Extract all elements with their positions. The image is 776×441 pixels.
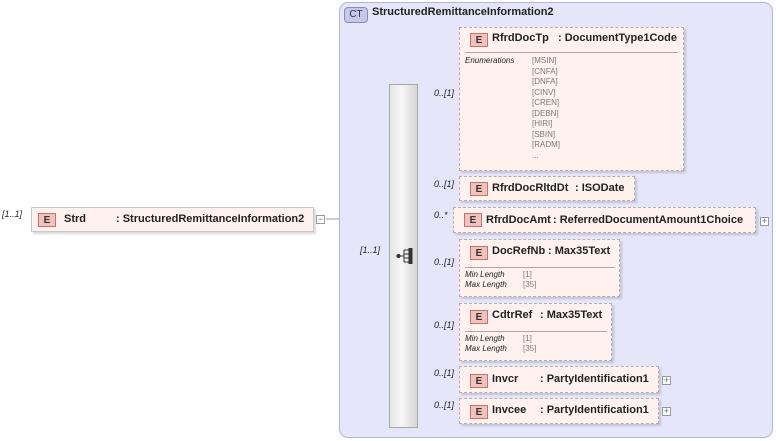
- root-collapse-icon[interactable]: −: [316, 214, 325, 224]
- enum-ellipsis: ...: [532, 150, 539, 160]
- element-cdtrref[interactable]: E CdtrRef : Max35Text Min Length [1] Max…: [459, 303, 612, 361]
- root-element-strd[interactable]: E Strd : StructuredRemittanceInformation…: [31, 207, 314, 232]
- expand-icon-invcee[interactable]: +: [662, 406, 671, 416]
- element-type: : DocumentType1Code: [558, 32, 677, 44]
- element-name: Invcr: [492, 373, 519, 385]
- expand-icon-rfrddocamt[interactable]: +: [760, 216, 769, 226]
- facet-value-max-length: [35]: [523, 344, 537, 353]
- cardinality-rfrddocrltddt: 0..[1]: [434, 179, 455, 189]
- enum-value: [SBIN]: [532, 129, 556, 139]
- element-name: Invcee: [492, 404, 527, 416]
- element-type: : ReferredDocumentAmount1Choice: [553, 214, 744, 226]
- element-rfrddoctp[interactable]: E RfrdDocTp : DocumentType1Code Enumerat…: [459, 27, 684, 171]
- element-rfrddocamt[interactable]: E RfrdDocAmt : ReferredDocumentAmount1Ch…: [453, 207, 756, 233]
- element-invcr[interactable]: E Invcr : PartyIdentification1: [459, 366, 659, 393]
- element-badge: E: [38, 213, 56, 227]
- facet-label-min-length: Min Length: [465, 270, 505, 279]
- facet-label-enumerations: Enumerations: [465, 56, 515, 65]
- cardinality-cdtrref: 0..[1]: [434, 320, 455, 330]
- element-badge: E: [470, 310, 488, 324]
- root-cardinality: [1..1]: [2, 209, 23, 219]
- element-badge: E: [470, 246, 488, 260]
- facet-value-min-length: [1]: [523, 270, 532, 279]
- element-badge: E: [470, 374, 488, 388]
- enum-value: [CNFA]: [532, 66, 558, 76]
- cardinality-invcee: 0..[1]: [434, 400, 455, 410]
- complex-type-badge: CT: [344, 7, 368, 23]
- element-docrefnb[interactable]: E DocRefNb : Max35Text Min Length [1] Ma…: [459, 239, 620, 297]
- cardinality-invcr: 0..[1]: [434, 368, 455, 378]
- element-badge: E: [470, 182, 488, 196]
- element-type: : ISODate: [575, 182, 625, 194]
- facet-divider: [465, 52, 678, 53]
- enum-value: [DNFA]: [532, 77, 558, 86]
- facet-label-max-length: Max Length: [465, 280, 507, 289]
- element-type: : Max35Text: [548, 245, 611, 257]
- element-type: : StructuredRemittanceInformation2: [116, 213, 305, 225]
- enum-value: [CINV]: [532, 87, 556, 97]
- enum-value: [RADM]: [532, 140, 560, 149]
- facet-label-max-length: Max Length: [465, 344, 507, 353]
- enum-value: [MSIN]: [532, 56, 557, 65]
- element-invcee[interactable]: E Invcee : PartyIdentification1: [459, 398, 659, 424]
- facet-divider: [465, 267, 615, 268]
- sequence-icon: [396, 248, 413, 264]
- complex-type-title: StructuredRemittanceInformation2: [372, 6, 554, 18]
- cardinality-rfrddocamt: 0..*: [434, 210, 448, 220]
- element-rfrddocrltddt[interactable]: E RfrdDocRltdDt : ISODate: [459, 176, 635, 201]
- facet-value-max-length: [35]: [523, 280, 537, 289]
- element-badge: E: [470, 405, 488, 419]
- element-type: : Max35Text: [540, 309, 603, 321]
- element-type: : PartyIdentification1: [540, 404, 649, 416]
- facet-value-min-length: [1]: [523, 334, 532, 343]
- element-name: RfrdDocAmt: [486, 214, 551, 226]
- element-badge: E: [464, 213, 482, 227]
- element-name: CdtrRef: [492, 309, 533, 321]
- element-name: DocRefNb: [492, 245, 546, 257]
- sequence-cardinality: [1..1]: [360, 245, 381, 255]
- expand-icon-invcr[interactable]: +: [662, 375, 671, 385]
- cardinality-docrefnb: 0..[1]: [434, 257, 455, 267]
- facet-divider: [465, 331, 607, 332]
- enum-value: [HIRI]: [532, 119, 553, 128]
- cardinality-rfrddoctp: 0..[1]: [434, 88, 455, 98]
- enum-value: [CREN]: [532, 98, 560, 107]
- element-name: RfrdDocTp: [492, 32, 549, 44]
- facet-label-min-length: Min Length: [465, 334, 505, 343]
- element-name: RfrdDocRltdDt: [492, 182, 569, 194]
- element-name: Strd: [64, 213, 86, 225]
- enum-value: [DEBN]: [532, 108, 559, 118]
- element-badge: E: [470, 33, 488, 47]
- element-type: : PartyIdentification1: [540, 373, 649, 385]
